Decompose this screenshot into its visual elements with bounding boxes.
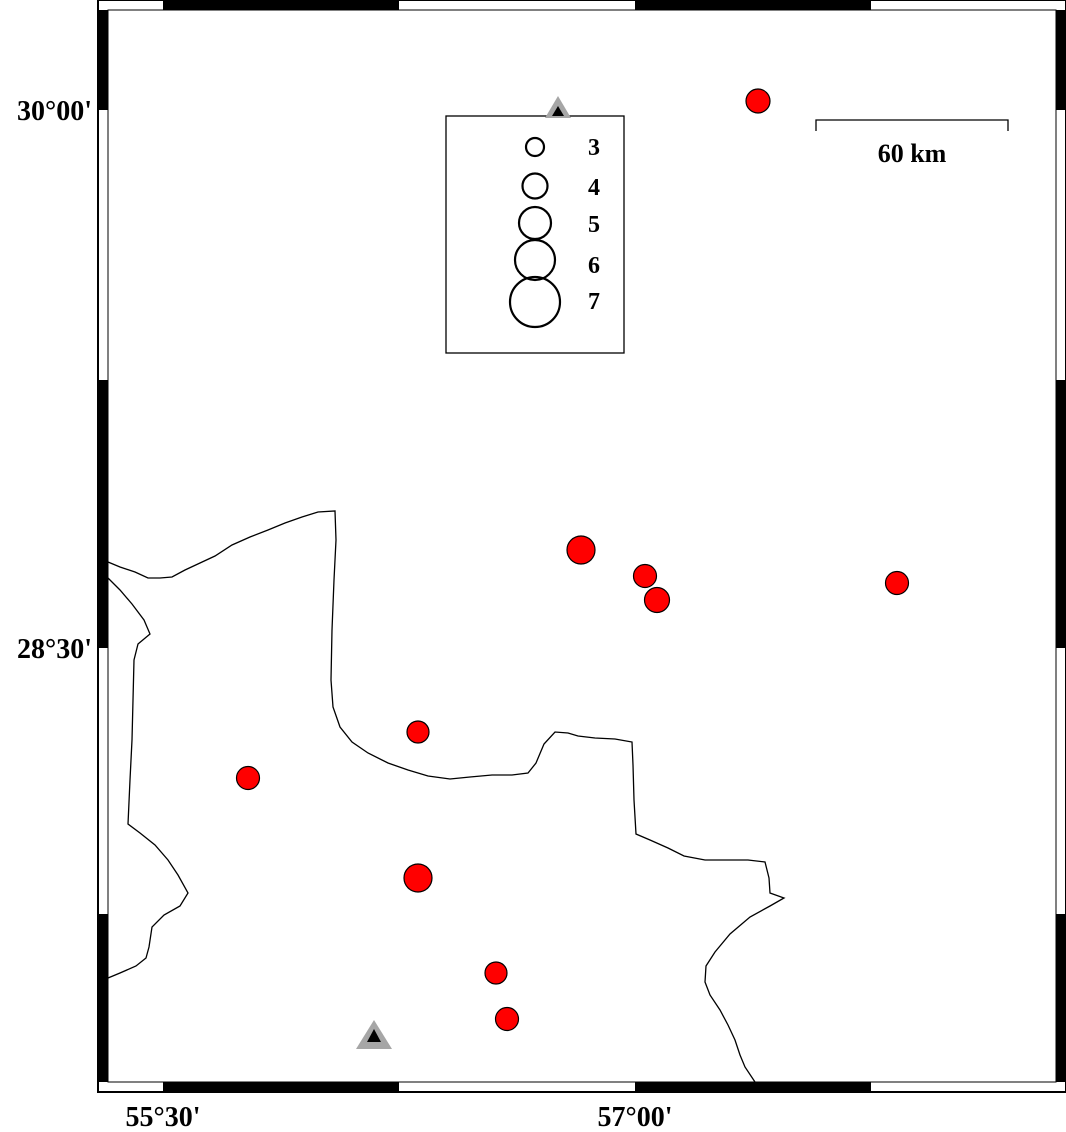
earthquake-event bbox=[235, 765, 261, 791]
earthquake-event bbox=[406, 720, 430, 744]
legend-circle-7 bbox=[508, 275, 562, 329]
earthquake-event bbox=[484, 961, 508, 985]
legend-label-7: 7 bbox=[588, 289, 600, 315]
earthquake-event bbox=[566, 535, 596, 565]
earthquake-event bbox=[643, 586, 671, 614]
map-frame bbox=[97, 0, 1066, 1093]
province-border-west bbox=[107, 577, 189, 979]
legend-circle-6 bbox=[513, 238, 557, 282]
y-tick-label-28-30: 28°30' bbox=[17, 634, 92, 665]
station-north bbox=[545, 96, 571, 118]
earthquake-event bbox=[745, 88, 771, 114]
earthquake-event bbox=[403, 863, 433, 893]
earthquake-event bbox=[632, 563, 658, 589]
earthquake-event bbox=[494, 1006, 520, 1032]
scale-bar: 60 km bbox=[815, 119, 1009, 168]
legend-circle-3 bbox=[524, 136, 546, 158]
x-tick-label-55-30: 55°30' bbox=[126, 1102, 201, 1132]
scale-bar-label: 60 km bbox=[878, 139, 947, 168]
legend-circle-4 bbox=[521, 172, 549, 200]
legend-label-5: 5 bbox=[588, 212, 600, 238]
earthquake-event bbox=[884, 570, 910, 596]
magnitude-legend: 3 4 5 6 7 bbox=[445, 115, 625, 354]
province-border bbox=[107, 510, 786, 1083]
legend-label-6: 6 bbox=[588, 253, 600, 279]
station-south bbox=[356, 1020, 392, 1049]
legend-label-4: 4 bbox=[588, 175, 600, 201]
x-tick-label-57-00: 57°00' bbox=[598, 1102, 673, 1132]
legend-label-3: 3 bbox=[588, 135, 600, 161]
y-tick-label-30-00: 30°00' bbox=[17, 96, 92, 127]
earthquake-events bbox=[235, 88, 910, 1032]
